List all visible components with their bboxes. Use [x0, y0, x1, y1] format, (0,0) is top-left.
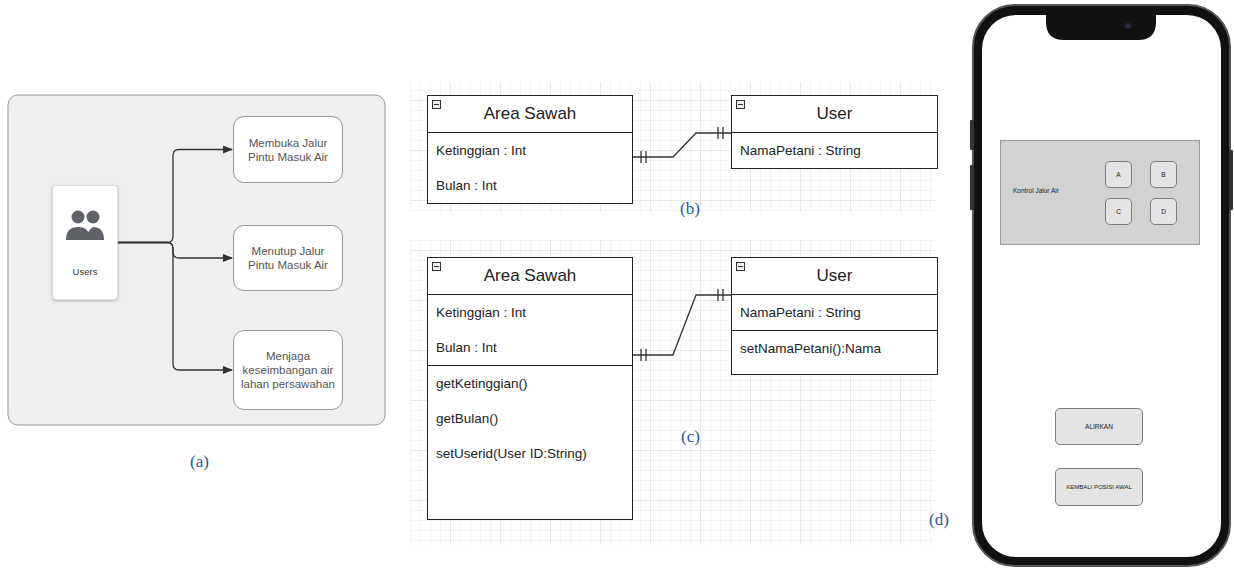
panel-title: Kontrol Jalur Air — [1013, 187, 1059, 194]
class-section: Area Sawah — [428, 96, 632, 132]
button-label: A — [1116, 171, 1120, 178]
connector-line — [118, 243, 232, 259]
class-section: Area Sawah — [428, 258, 632, 294]
connector-line — [633, 295, 731, 355]
use-case-box: Menjaga keseimbangan air lahan persawaha… — [233, 330, 343, 410]
phone-body — [973, 5, 1230, 566]
button-label: ALIRKAN — [1085, 423, 1113, 430]
class-name: User — [740, 96, 929, 132]
phone-side-button — [970, 165, 974, 210]
app-button: B — [1150, 161, 1177, 188]
actor-label: Users — [53, 266, 117, 277]
class-section: NamaPetani : String — [732, 132, 937, 168]
connector — [118, 243, 232, 259]
button-label: C — [1116, 208, 1121, 215]
class-name: Area Sawah — [436, 258, 624, 294]
button-label: B — [1161, 171, 1165, 178]
phone-notch — [1046, 15, 1156, 40]
class-section: setNamaPetani():Nama — [732, 330, 937, 374]
collapse-minus — [434, 104, 439, 105]
class-attribute: Bulan : Int — [436, 168, 624, 203]
connector-line — [722, 289, 723, 301]
class-attribute: NamaPetani : String — [740, 295, 929, 330]
class-box: UserNamaPetani : StringsetNamaPetani():N… — [731, 257, 938, 375]
app-button: D — [1150, 198, 1177, 225]
use-case-panel — [8, 95, 385, 425]
app-button: ALIRKAN — [1055, 408, 1143, 445]
class-box: Area SawahKetinggian : IntBulan : Int — [427, 95, 633, 204]
connector-line — [633, 133, 731, 157]
connector-line — [645, 151, 646, 163]
collapse-icon — [736, 262, 745, 271]
app-button: C — [1105, 198, 1132, 225]
connector-line — [717, 289, 718, 301]
class-method: setUserid(User ID:String) — [436, 436, 624, 471]
class-attribute: NamaPetani : String — [740, 133, 929, 168]
collapse-minus — [738, 104, 743, 105]
phone-camera — [1125, 23, 1131, 29]
class-name: User — [740, 258, 929, 294]
class-box: UserNamaPetani : String — [731, 95, 938, 169]
connector-line — [640, 151, 641, 163]
class-section: Ketinggian : IntBulan : Int — [428, 294, 632, 365]
class-section: User — [732, 96, 937, 132]
class-attribute: Bulan : Int — [436, 330, 624, 365]
class-attribute: Ketinggian : Int — [436, 295, 624, 330]
use-case-text: Menjaga keseimbangan air lahan persawaha… — [240, 349, 336, 391]
connector-line — [118, 150, 232, 243]
collapse-icon — [736, 100, 745, 109]
collapse-icon — [432, 100, 441, 109]
class-box: Area SawahKetinggian : IntBulan : Intget… — [427, 257, 633, 520]
class-section: Ketinggian : IntBulan : Int — [428, 132, 632, 203]
connector-line — [722, 127, 723, 139]
connector-line — [640, 349, 641, 361]
connector-line — [645, 349, 646, 361]
collapse-minus — [738, 266, 743, 267]
actor-box: Users — [52, 185, 118, 300]
class-section: User — [732, 258, 937, 294]
class-attribute: Ketinggian : Int — [436, 133, 624, 168]
class-method: setNamaPetani():Nama — [740, 331, 929, 366]
connector — [118, 150, 232, 243]
use-case-text: Membuka Jalur Pintu Masuk Air — [240, 136, 336, 164]
class-method: getKetinggian() — [436, 366, 624, 401]
class-method: getBulan() — [436, 401, 624, 436]
connector-line — [118, 243, 232, 371]
button-label: KEMBALI POSISI AWAL — [1066, 484, 1132, 490]
connector-line — [717, 127, 718, 139]
class-section: getKetinggian()getBulan()setUserid(User … — [428, 365, 632, 479]
control-panel: Kontrol Jalur Air A B C D — [1000, 140, 1200, 245]
app-button: KEMBALI POSISI AWAL — [1055, 468, 1143, 506]
users-icon — [65, 208, 105, 244]
panel-caption: (a) — [190, 452, 209, 472]
use-case-text: Menutup Jalur Pintu Masuk Air — [240, 244, 336, 272]
class-section: NamaPetani : String — [732, 294, 937, 330]
phone-screen — [982, 15, 1221, 557]
collapse-minus — [434, 266, 439, 267]
button-label: D — [1161, 208, 1166, 215]
panel-caption: (c) — [681, 427, 700, 447]
panel-caption: (d) — [929, 510, 949, 530]
phone-side-button — [1229, 150, 1233, 210]
connector — [633, 289, 731, 361]
connector — [118, 243, 232, 371]
use-case-box: Menutup Jalur Pintu Masuk Air — [233, 225, 343, 291]
panel-caption: (b) — [680, 199, 700, 219]
class-name: Area Sawah — [436, 96, 624, 132]
phone-side-button — [970, 120, 974, 150]
collapse-icon — [432, 262, 441, 271]
app-button: A — [1105, 161, 1132, 188]
use-case-box: Membuka Jalur Pintu Masuk Air — [233, 116, 343, 183]
connector — [633, 127, 731, 163]
